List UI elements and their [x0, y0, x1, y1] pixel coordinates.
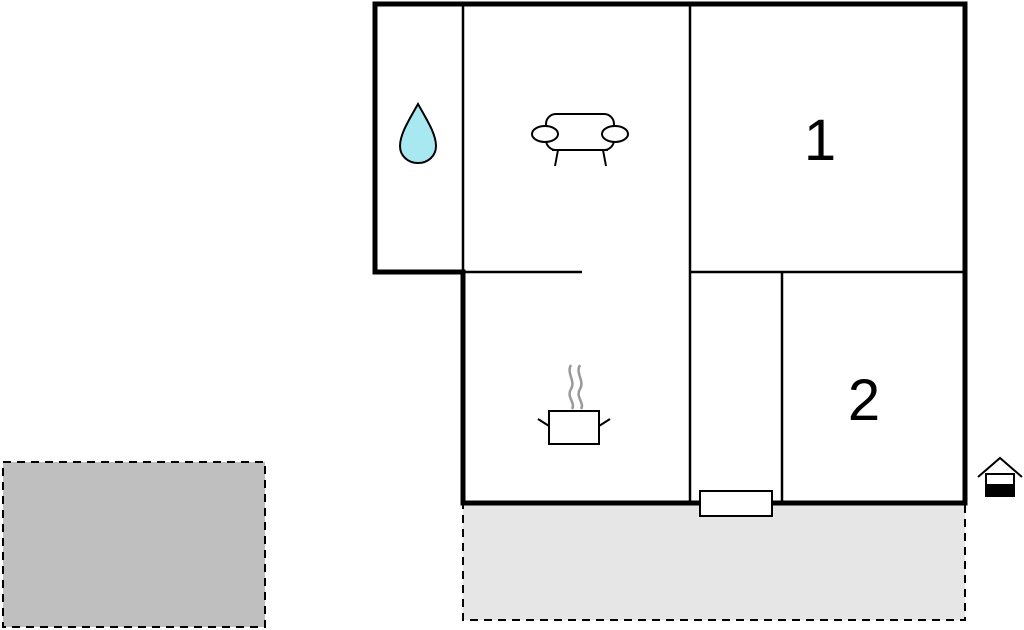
water-drop-icon: [398, 101, 438, 165]
entrance-door: [699, 490, 773, 517]
parking-area: [2, 461, 266, 628]
room-label-2: 2: [848, 368, 880, 433]
house-entrance-icon: [977, 456, 1023, 497]
room-label-1: 1: [804, 108, 836, 173]
interior-walls: [461, 4, 965, 503]
outer-wall: [372, 1, 968, 506]
sofa-icon: [531, 113, 629, 167]
cooking-pot-icon: [537, 364, 611, 445]
terrace-area: [462, 502, 966, 621]
